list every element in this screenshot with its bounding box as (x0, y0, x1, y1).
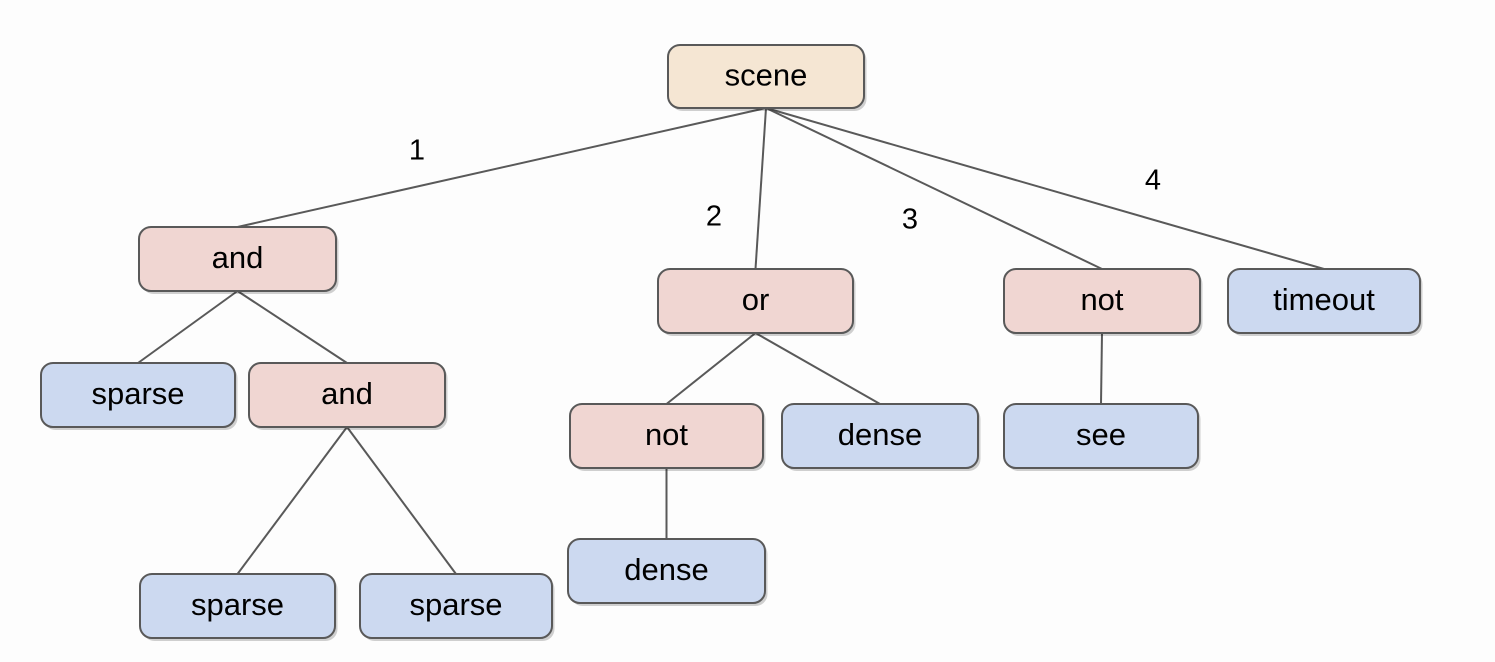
node-box[interactable] (1003, 268, 1201, 334)
node-box[interactable] (359, 573, 553, 639)
tree-edge (137, 290, 239, 364)
tree-node-see1[interactable]: see (1003, 403, 1201, 471)
tree-node-sparse1[interactable]: sparse (40, 362, 238, 430)
tree-node-and1[interactable]: and (138, 226, 339, 294)
node-box[interactable] (569, 403, 764, 469)
tree-node-sparse2[interactable]: sparse (139, 573, 338, 641)
tree-node-or1[interactable]: or (657, 268, 856, 336)
tree-node-timeout1[interactable]: timeout (1227, 268, 1423, 336)
node-box[interactable] (1227, 268, 1421, 334)
node-box[interactable] (781, 403, 979, 469)
tree-edge (765, 107, 1103, 270)
tree-edge (236, 426, 348, 575)
tree-edge (754, 107, 767, 270)
tree-node-scene[interactable]: scene (667, 44, 867, 111)
tree-node-and2[interactable]: and (248, 362, 448, 430)
tree-node-dense1[interactable]: dense (781, 403, 981, 471)
node-box[interactable] (657, 268, 854, 334)
edge-labels-layer: 1 2 3 4 (409, 135, 1161, 236)
tree-edge (665, 332, 757, 405)
node-box[interactable] (40, 362, 236, 428)
node-box[interactable] (248, 362, 446, 428)
node-box[interactable] (1003, 403, 1199, 469)
tree-node-dense2[interactable]: dense (567, 538, 768, 606)
tree-edge (1100, 332, 1103, 405)
tree-edge (237, 107, 767, 228)
edges-layer (137, 107, 1325, 575)
node-box[interactable] (138, 226, 337, 292)
tree-edge (236, 290, 348, 364)
node-box[interactable] (139, 573, 336, 639)
tree-edge (755, 332, 881, 405)
edge-label: 4 (1145, 165, 1161, 197)
edge-label: 1 (409, 135, 425, 167)
tree-node-not2[interactable]: not (569, 403, 766, 471)
tree-edge (765, 107, 1325, 270)
tree-edge (346, 426, 457, 575)
edge-label: 3 (902, 204, 918, 236)
tree-node-not1[interactable]: not (1003, 268, 1203, 336)
edge-label: 2 (706, 201, 722, 233)
node-box[interactable] (667, 44, 865, 109)
tree-node-sparse3[interactable]: sparse (359, 573, 555, 641)
node-box[interactable] (567, 538, 766, 604)
